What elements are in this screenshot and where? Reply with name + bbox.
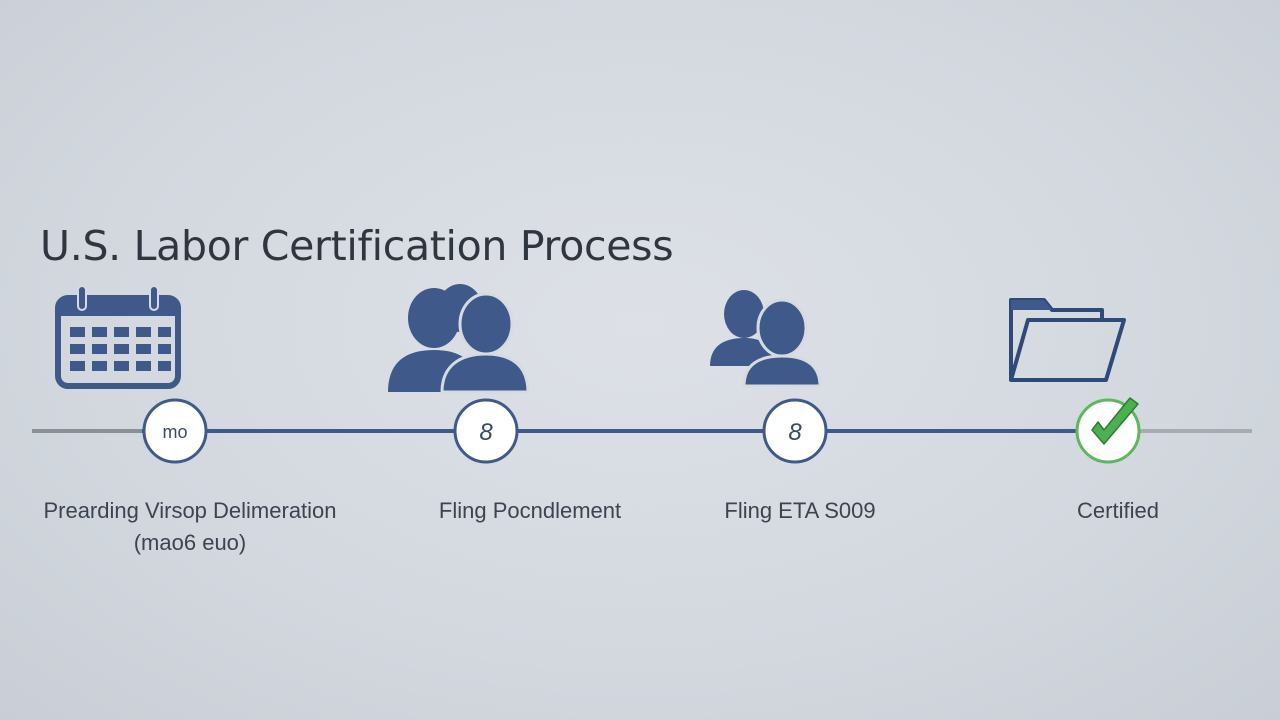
step-label: Fling Pocndlement <box>380 495 680 527</box>
step-label-text: Certified <box>1077 498 1159 523</box>
node-label: 8 <box>479 419 493 446</box>
folder-icon <box>1006 292 1130 386</box>
timeline-node: 8 <box>762 398 828 464</box>
timeline-node: mo <box>142 398 208 464</box>
step-label: Fling ETA S009 <box>675 495 925 527</box>
people-icon <box>708 284 824 388</box>
node-label: 8 <box>788 419 802 446</box>
step-label: Prearding Virsop Delimeration (mao6 euo) <box>40 495 340 559</box>
step-label-text: Fling Pocndlement <box>438 498 622 523</box>
timeline-node: 8 <box>453 398 519 464</box>
step-label-text: Fling ETA S009 <box>724 498 876 523</box>
calendar-icon <box>52 284 184 390</box>
step-label-text: Prearding Virsop Delimeration <box>43 498 337 523</box>
people-icon <box>386 282 532 394</box>
check-icon <box>1091 397 1139 445</box>
timeline-node-certified <box>1075 397 1141 464</box>
step-sublabel-text: (mao6 euo) <box>133 530 247 555</box>
step-label: Certified <box>1018 495 1218 527</box>
node-label: mo <box>162 422 187 442</box>
diagram-title: U.S. Labor Certification Process <box>40 222 674 270</box>
